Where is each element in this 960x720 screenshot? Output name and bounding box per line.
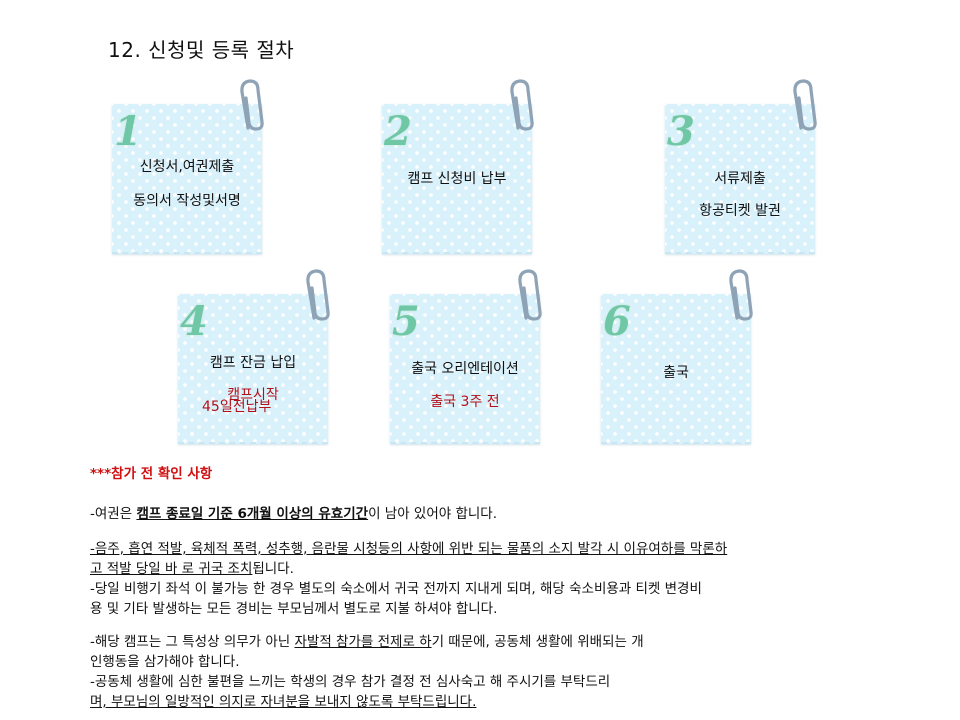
notice-flight-line-2: 용 및 기타 발생하는 모든 경비는 부모님께서 별도로 지불 하셔야 합니다. (90, 601, 498, 617)
paperclip-icon (510, 79, 534, 131)
step-2-line-1: 캠프 신청비 납부 (407, 171, 507, 187)
notice-consider-line-1: -공동체 생활에 심한 불편을 느끼는 학생의 경우 참가 결정 전 심사숙고 … (90, 674, 611, 690)
notice-community-a: -해당 캠프는 그 특성상 의무가 아닌 (90, 634, 295, 650)
step-note-2: 2 캠프 신청비 납부 (382, 79, 534, 254)
step-number-4: 4 (180, 298, 208, 345)
notice-passport: -여권은 캠프 종료일 기준 6개월 이상의 유효기간이 남아 있어야 합니다. (90, 504, 497, 524)
notice-passport-b: 캠프 종료일 기준 6개월 이상의 유효기간 (136, 506, 369, 522)
paperclip-icon (793, 79, 817, 131)
notice-flight-line-1: -당일 비행기 좌석 이 불가능 한 경우 별도의 숙소에서 귀국 전까지 지내… (90, 581, 702, 597)
step-note-6: 6 출국 (601, 269, 753, 444)
step-1-line-2: 동의서 작성및서명 (133, 193, 241, 209)
notice-conduct: -음주, 흡연 적발, 육체적 폭력, 성추행, 음란물 시청등의 사항에 위반… (90, 539, 727, 619)
notice-conduct-line-2b: 됩니다. (252, 561, 294, 577)
step-number-5: 5 (392, 298, 420, 345)
paperclip-icon (729, 269, 753, 321)
step-3-line-1: 서류제출 (714, 171, 766, 187)
step-number-2: 2 (384, 108, 412, 155)
step-note-3: 3 서류제출 항공티켓 발권 (665, 79, 817, 254)
step-note-5: 5 출국 오리엔테이션 출국 3주 전 (390, 269, 542, 444)
step-5-red-line-1: 출국 3주 전 (430, 394, 500, 410)
paperclip-icon (240, 79, 264, 131)
step-5-line-1: 출국 오리엔테이션 (411, 361, 519, 377)
notice-conduct-line-1: -음주, 흡연 적발, 육체적 폭력, 성추행, 음란물 시청등의 사항에 위반… (90, 541, 728, 557)
notice-passport-c: 이 남아 있어야 합니다. (368, 506, 498, 522)
notice-community: -해당 캠프는 그 특성상 의무가 아닌 자발적 참가를 전제로 하기 때문에,… (90, 632, 644, 712)
step-4-red-line-1: 캠프시작 (227, 387, 279, 403)
notice-community-c: 기 때문에, 공동체 생활에 위배되는 개 (431, 634, 644, 650)
paperclip-icon (306, 269, 330, 321)
step-note-4: 4 캠프 잔금 납입 캠프시작 45일전납부 (178, 269, 330, 444)
step-note-1: 1 신청서,여권제출 동의서 작성및서명 (112, 79, 264, 254)
step-number-1: 1 (114, 108, 142, 155)
notice-consider-line-2: 며, 부모님의 일방적인 의지로 자녀분을 보내지 않도록 부탁드립니다. (90, 694, 477, 710)
step-3-line-2: 항공티켓 발권 (699, 203, 781, 219)
notice-heading: ***참가 전 확인 사항 (90, 466, 213, 482)
step-4-red-line-2: 45일전납부 (202, 399, 272, 415)
step-number-3: 3 (667, 108, 695, 155)
step-number-6: 6 (603, 298, 631, 345)
notice-conduct-line-2: 고 적발 당일 바 로 귀국 조치 (90, 561, 253, 577)
notice-community-b: 자발적 참가를 전제로 하 (294, 634, 432, 650)
page-title: 12. 신청및 등록 절차 (108, 38, 295, 62)
notice-passport-a: -여권은 (90, 506, 137, 522)
step-6-line-1: 출국 (663, 365, 689, 381)
paperclip-icon (518, 269, 542, 321)
step-4-line-1: 캠프 잔금 납입 (209, 355, 297, 371)
step-1-line-1: 신청서,여권제출 (139, 159, 235, 175)
notice-community-line-2: 인행동을 삼가해야 합니다. (90, 654, 240, 670)
